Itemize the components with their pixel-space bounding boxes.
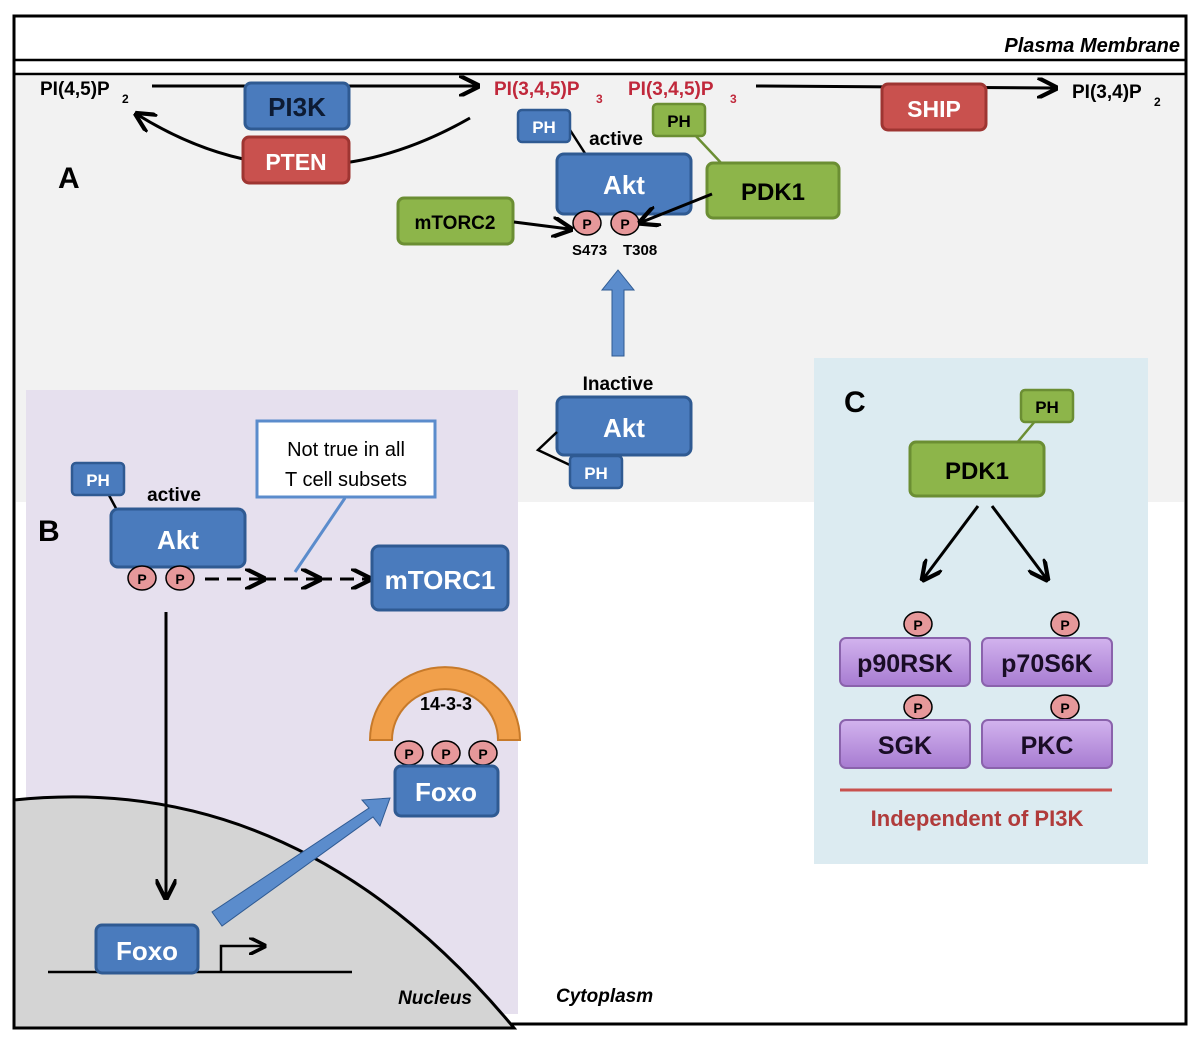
p70s6k-phospho [1050,611,1080,637]
b-phospho-1-label: P [137,571,146,587]
c-pdk1-box [908,440,1046,498]
sgk-box [839,719,971,769]
pten-label: PTEN [265,149,326,175]
pkc-label: PKC [1021,732,1074,760]
foxo-phospho-3-label: P [478,746,487,762]
activation-arrow [600,269,636,357]
lipid-pi345p3-right-subscript: 3 [730,92,737,106]
akt-inactive-label-text: Akt [603,413,645,443]
foxo-nuc-box [94,923,200,975]
b-phospho-2-label: P [175,571,184,587]
p90rsk-phospho-label: P [913,617,922,633]
p70s6k-label: p70S6K [1001,650,1093,678]
arrow-mtorc2-to-s473 [513,222,569,229]
b-akt-ph-box [70,461,126,497]
transcription-start [219,946,263,972]
p90rsk-phospho [903,611,933,637]
mtorc2-label: mTORC2 [415,213,496,234]
p70s6k-box [981,637,1113,687]
akt-active-label-text: Akt [603,170,645,200]
sgk-label: SGK [878,732,932,760]
sgk-phospho-label: P [913,700,922,716]
akt-ph-label: PH [532,118,556,137]
akt-ph-box [516,108,572,144]
callout-line-2: T cell subsets [285,469,407,491]
panel-a-label: A [58,162,80,195]
callout-line-1: Not true in all [287,439,405,461]
panel-c-background [814,358,1148,864]
pten-box [241,135,351,185]
foxo-phospho-2-label: P [441,746,450,762]
c-pdk1-ph-label: PH [1035,398,1059,417]
pkc-phospho-label: P [1060,700,1069,716]
protein-14-3-3-label: 14-3-3 [420,694,472,714]
mtorc1-label: mTORC1 [385,565,496,595]
pdk1-box [705,161,841,220]
mtorc1-box [370,544,510,612]
p90rsk-box [839,637,971,687]
akt-inactive-ph-linker [535,431,573,468]
b-akt-label: Akt [157,525,199,555]
export-arrow [211,797,391,927]
cytoplasm-label: Cytoplasm [556,986,653,1007]
arrow-pdk1-to-t308 [642,192,713,222]
b-akt-active-label: active [147,485,201,506]
ship-box [880,82,988,132]
foxo-nuc-label: Foxo [116,936,178,966]
phospho-t308-label: P [620,216,629,232]
lipid-pi34p2-subscript: 2 [1154,95,1161,109]
foxo-phospho-1-label: P [404,746,413,762]
independent-label: Independent of PI3K [871,806,1084,831]
callout-box [255,419,437,499]
c-arrow-left [924,505,980,578]
akt-inactive-ph-label: PH [584,464,608,483]
panel-b-label: B [38,515,60,548]
lipid-pi345p3-left: PI(3,4,5)P [494,79,580,100]
p70s6k-phospho-label: P [1060,617,1069,633]
panel-c-label: C [844,386,866,419]
c-pdk1-label: PDK1 [945,458,1009,485]
akt-inactive-box [555,395,693,457]
phospho-s473-label: P [582,216,591,232]
site-s473: S473 [572,242,607,259]
pi3k-label: PI3K [268,92,326,122]
pi3k-box [243,81,351,131]
protein-14-3-3 [368,666,522,741]
p90rsk-label: p90RSK [857,650,953,678]
akt-inactive-ph-box [568,454,624,490]
akt-active-label: active [589,129,643,150]
c-pdk1-ph-linker [1015,419,1037,445]
mtorc2-box [396,196,515,246]
nucleus-label: Nucleus [398,988,472,1009]
pkc-box [981,719,1113,769]
b-akt-ph-label: PH [86,471,110,490]
lipid-pi345p3-right: PI(3,4,5)P [628,79,714,100]
membrane-label: Plasma Membrane [1004,35,1180,57]
ship-label: SHIP [907,96,961,122]
lipid-pi45p2-subscript: 2 [122,92,129,106]
c-arrow-right [990,505,1046,578]
lipid-pi345p3-left-subscript: 3 [596,92,603,106]
pdk1-ph-box [651,102,707,138]
b-phospho-1 [127,565,157,591]
lipid-pi45p2: PI(4,5)P [40,79,110,100]
c-pdk1-ph-box [1019,388,1075,424]
pdk1-label: PDK1 [741,179,805,206]
lipid-pi34p2: PI(3,4)P [1072,82,1142,103]
b-phospho-2 [165,565,195,591]
callout-pointer [293,497,347,573]
pdk1-ph-label: PH [667,112,691,131]
akt-inactive-label: Inactive [583,374,654,395]
site-t308: T308 [623,242,657,259]
pdk1-ph-linker [693,133,725,167]
foxo-cyto-box [393,764,500,818]
foxo-cyto-label: Foxo [415,777,477,807]
